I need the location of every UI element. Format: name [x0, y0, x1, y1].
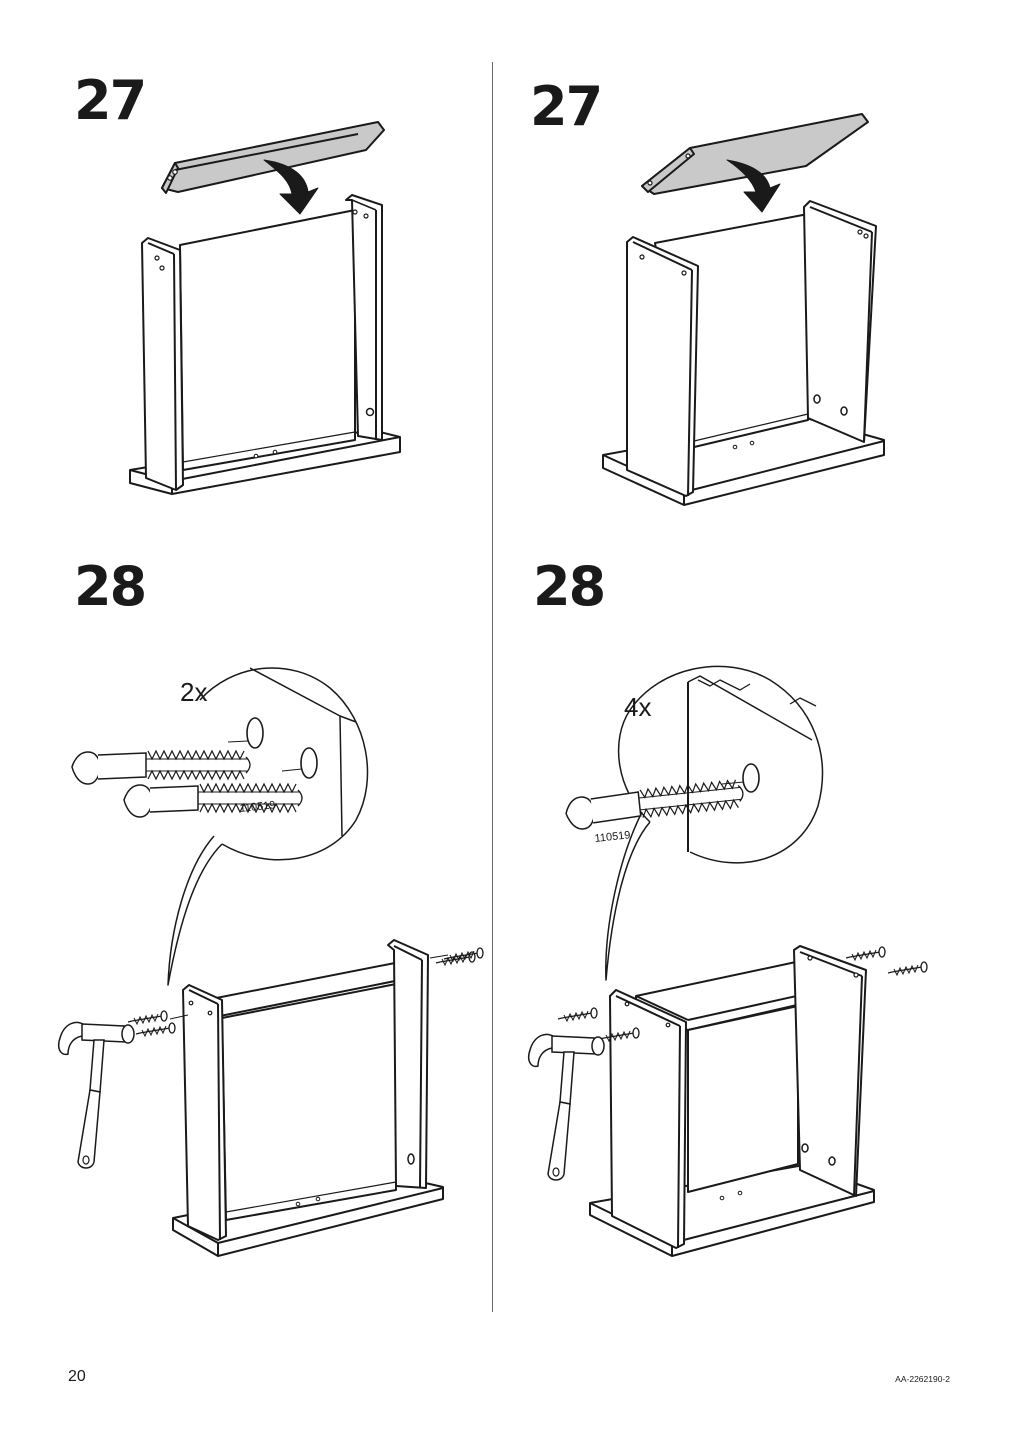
step-number-27-left: 27 [74, 69, 147, 132]
document-code: AA-2262190-2 [895, 1374, 950, 1384]
step-number-28-right: 28 [533, 555, 606, 618]
step-number-27-right: 27 [530, 75, 603, 138]
step-27-right-illustration [602, 113, 885, 506]
page-number: 20 [68, 1368, 86, 1385]
step-28-left-illustration [167, 667, 369, 986]
step-28-right-frame [589, 945, 875, 1257]
quantity-2x: 2x [180, 677, 207, 707]
part-number-right: 110519 [594, 829, 631, 845]
step-28-left-frame [169, 939, 449, 1257]
step-28-right-illustration [605, 665, 824, 981]
step-27-left-illustration [129, 121, 401, 495]
step-number-28-left: 28 [74, 555, 147, 618]
part-number-left: 110519 [239, 799, 276, 815]
quantity-4x: 4x [624, 692, 651, 722]
column-divider [492, 62, 493, 1312]
